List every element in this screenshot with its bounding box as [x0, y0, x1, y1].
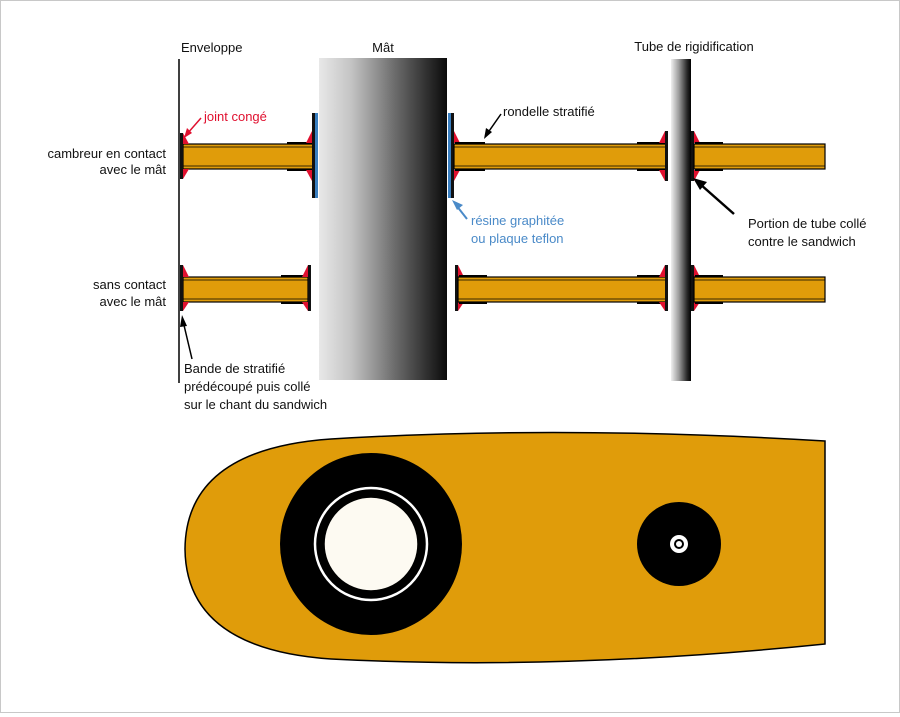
stiffening-tube	[671, 59, 691, 381]
label-cambreur-1: cambreur en contact	[47, 146, 166, 161]
label-joint: joint congé	[203, 109, 267, 124]
arrow-rondelle	[484, 113, 502, 139]
mast-hole	[323, 496, 419, 592]
label-rondelle: rondelle stratifié	[503, 104, 595, 119]
arrow-joint	[184, 117, 202, 138]
label-mat: Mât	[372, 40, 394, 55]
label-resine-1: résine graphitée	[471, 213, 564, 228]
label-enveloppe: Enveloppe	[181, 40, 242, 55]
batten-top-view	[184, 431, 826, 664]
label-sans-1: sans contact	[93, 277, 166, 292]
mast	[319, 58, 447, 380]
label-bande-1: Bande de stratifié	[184, 361, 285, 376]
label-portion-1: Portion de tube collé	[748, 216, 867, 231]
label-portion-2: contre le sandwich	[748, 234, 856, 249]
batten-row-contact	[180, 113, 826, 198]
arrow-resine	[452, 200, 468, 220]
label-resine-2: ou plaque teflon	[471, 231, 564, 246]
label-bande-3: sur le chant du sandwich	[184, 397, 327, 412]
batten-row-no-contact	[180, 265, 826, 311]
label-cambreur-2: avec le mât	[100, 162, 167, 177]
label-tube: Tube de rigidification	[634, 39, 753, 54]
arrow-portion	[693, 178, 735, 215]
label-sans-2: avec le mât	[100, 294, 167, 309]
arrow-bande	[180, 315, 193, 360]
label-bande-2: prédécoupé puis collé	[184, 379, 310, 394]
